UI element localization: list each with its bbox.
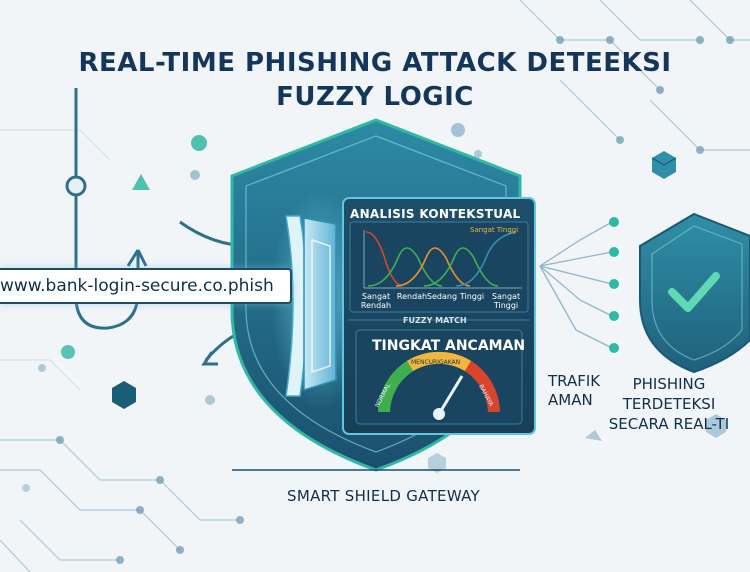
gateway-label: SMART SHIELD GATEWAY	[287, 487, 480, 505]
peak-label: Sangat Tinggi	[470, 226, 519, 234]
panel-title: ANALISIS KONTEKSTUAL	[350, 207, 521, 221]
traffic-label: TRAFIK AMAN	[548, 372, 601, 409]
cube-decoration	[651, 151, 677, 179]
detected-label: PHISHING TERDETEKSI SECARA REAL-TI	[608, 375, 730, 433]
title-line-2: FUZZY LOGIC	[276, 82, 474, 112]
mf-label-low: Rendah	[396, 292, 428, 301]
checkmark-icon	[639, 212, 750, 374]
threat-title: TINGKAT ANCAMAN	[372, 338, 526, 354]
mf-label-very-high: Sangat Tinggi	[491, 292, 521, 310]
title-line-1: REAL-TIME PHISHING ATTACK DETEEKSI	[78, 48, 672, 78]
fish-hook-icon	[65, 88, 148, 330]
url-bar: www.bank-login-secure.co.phish	[0, 268, 292, 304]
gauge-icon	[355, 329, 523, 425]
mf-label-high: Tinggi	[459, 292, 485, 301]
mf-label-very-low: Sangat Rendah	[360, 292, 392, 310]
mf-label-medium: Sedang	[426, 292, 458, 301]
gauge-label-suspicious: MENCURIGAKAN	[411, 359, 461, 366]
fuzzy-match-label: FUZZY MATCH	[403, 316, 467, 325]
